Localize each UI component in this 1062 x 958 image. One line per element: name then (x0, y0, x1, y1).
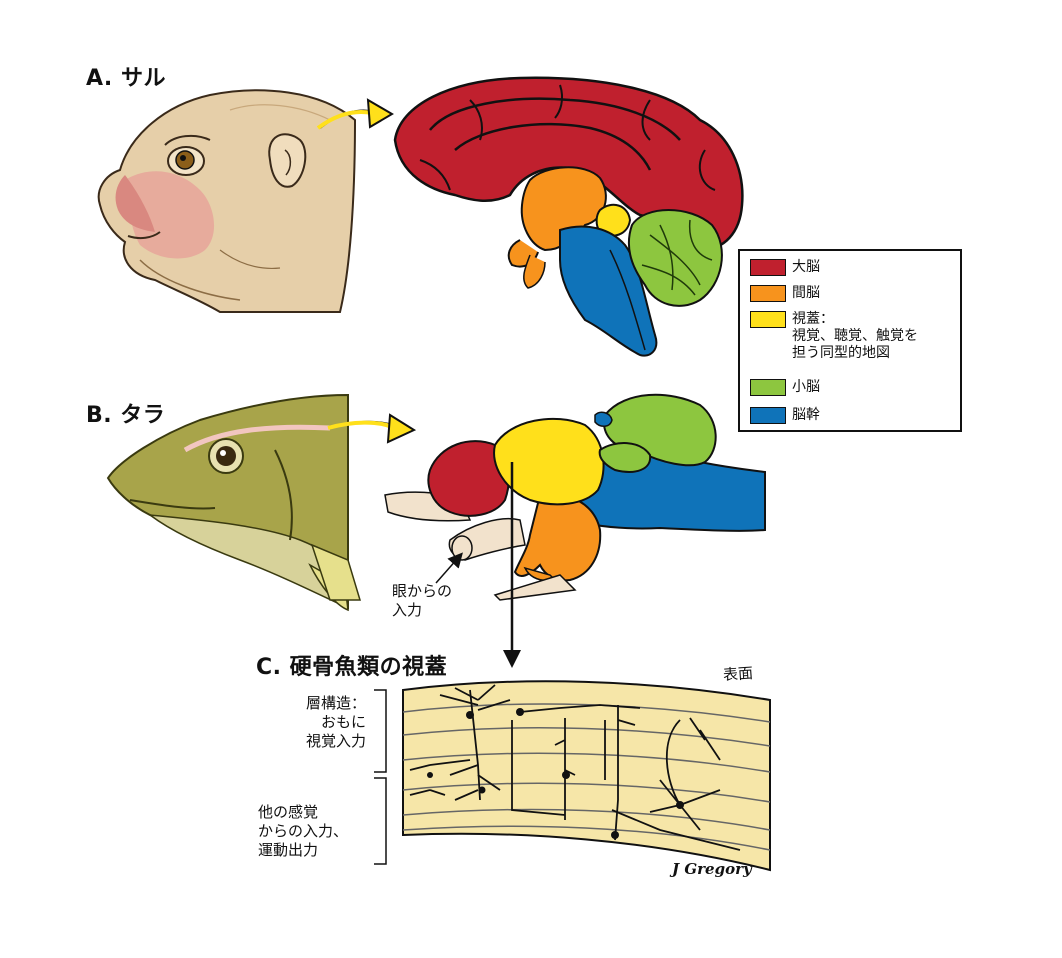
bracket-bottom (374, 777, 387, 865)
panel-b-title: B. タラ (86, 403, 166, 428)
legend-item-tectum: 視蓋： 視覚、聴覚、触覚を 担う同型的地図 (750, 311, 918, 362)
legend-swatch-brainstem (750, 407, 786, 424)
legend-item-cerebellum: 小脳 (750, 379, 820, 396)
arrow-b-icon (386, 413, 417, 444)
legend: 大脳 間脳 視蓋： 視覚、聴覚、触覚を 担う同型的地図 小脳 脳幹 (738, 249, 962, 432)
tectum-section (402, 680, 771, 872)
arrow-a-icon (366, 98, 394, 129)
legend-item-brainstem: 脳幹 (750, 407, 820, 424)
cod-brain (384, 393, 766, 601)
legend-swatch-tectum (750, 311, 786, 328)
signature: J Gregory (672, 860, 752, 878)
surface-label: 表面 (722, 663, 754, 685)
legend-swatch-diencephalon (750, 285, 786, 302)
layer-top-label: 層構造： おもに 視覚入力 (305, 694, 366, 750)
legend-tectum-desc: 視覚、聴覚、触覚を 担う同型的地図 (792, 328, 918, 361)
panel-c-title: C. 硬骨魚類の視蓋 (256, 655, 448, 680)
monkey-head (97, 89, 357, 313)
layer-bottom-label: 他の感覚 からの入力、 運動出力 (258, 803, 349, 859)
legend-item-cerebrum: 大脳 (750, 259, 820, 276)
down-arrow-icon (503, 650, 521, 668)
legend-swatch-cerebellum (750, 379, 786, 396)
legend-item-diencephalon: 間脳 (750, 285, 820, 302)
legend-swatch-cerebrum (750, 259, 786, 276)
bracket-top (374, 689, 387, 773)
eye-input-label: 眼からの 入力 (392, 582, 453, 619)
panel-a-title: A. サル (86, 66, 166, 91)
monkey-brain (393, 76, 744, 357)
cod-head (106, 393, 362, 612)
